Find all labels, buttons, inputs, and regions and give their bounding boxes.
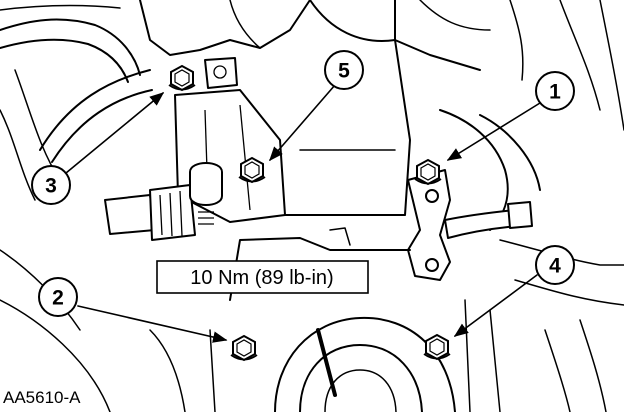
callout-4: 4 xyxy=(535,245,575,285)
bolt-1 xyxy=(414,159,442,185)
leader-line-2 xyxy=(77,305,228,343)
leader-line-1 xyxy=(446,102,541,161)
bolt-4 xyxy=(423,334,451,360)
leader-lines xyxy=(65,84,541,343)
leader-line-3 xyxy=(65,92,165,174)
torque-spec-box: 10 Nm (89 lb-in) xyxy=(156,260,369,294)
leader-line-4 xyxy=(453,274,538,337)
torque-spec-label: 10 Nm (89 lb-in) xyxy=(190,267,333,289)
callout-number: 5 xyxy=(338,60,350,83)
callout-5: 5 xyxy=(324,50,364,90)
bolt-2 xyxy=(230,335,258,361)
leader-line-5 xyxy=(269,84,336,162)
callout-number: 1 xyxy=(549,81,561,104)
callout-number: 2 xyxy=(52,287,64,310)
callout-1: 1 xyxy=(535,71,575,111)
callout-number: 3 xyxy=(45,175,57,198)
callout-2: 2 xyxy=(38,277,78,317)
callout-number: 4 xyxy=(549,255,561,278)
callout-3: 3 xyxy=(31,165,71,205)
bolt-3 xyxy=(168,65,196,91)
figure-id-label: AA5610-A xyxy=(3,388,81,407)
